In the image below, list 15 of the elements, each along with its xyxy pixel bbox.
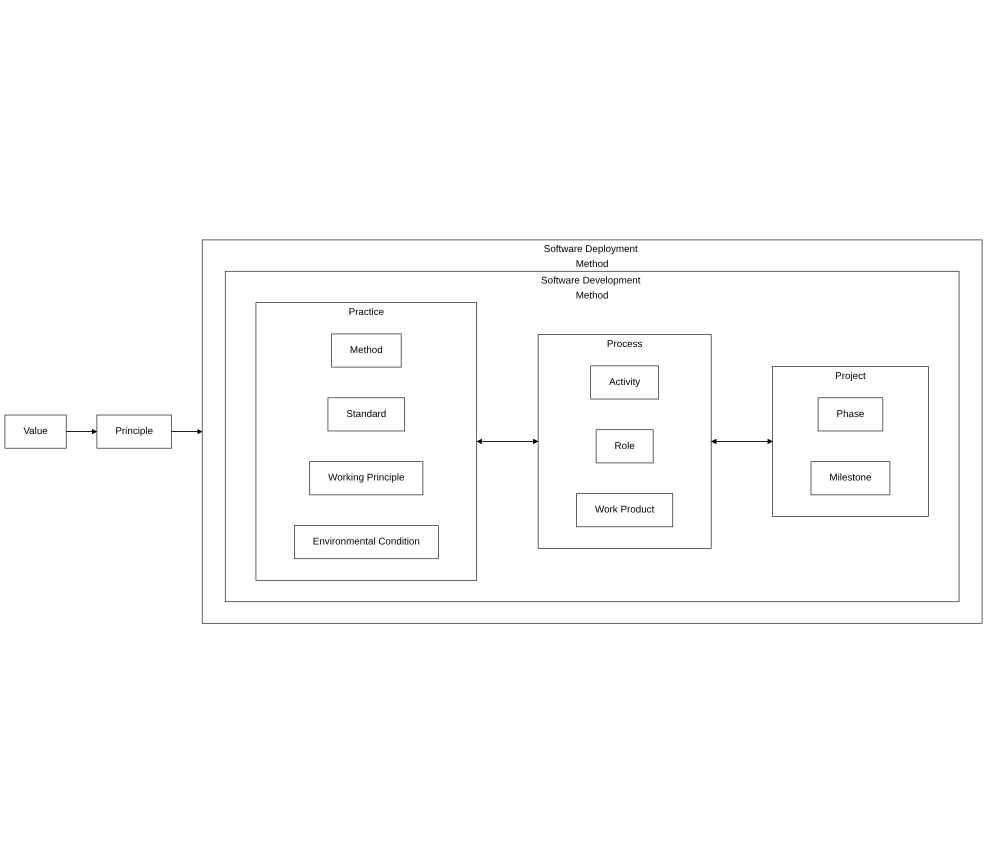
arrow (66, 428, 98, 434)
node-box: Work Product (576, 493, 674, 528)
node-box: Standard (328, 397, 405, 432)
node-box: Working Principle (309, 461, 424, 496)
node-box: Activity (590, 365, 659, 400)
node-box: Value (4, 414, 66, 448)
node-box: Phase (818, 397, 884, 432)
node-box: Principle (96, 414, 172, 448)
arrow (476, 438, 538, 444)
arrow (171, 428, 202, 434)
node-box: Method (331, 334, 402, 368)
node-box: Environmental Condition (294, 525, 439, 559)
node-box: Milestone (810, 461, 890, 496)
node-box: Role (596, 429, 654, 464)
arrow (711, 438, 773, 444)
